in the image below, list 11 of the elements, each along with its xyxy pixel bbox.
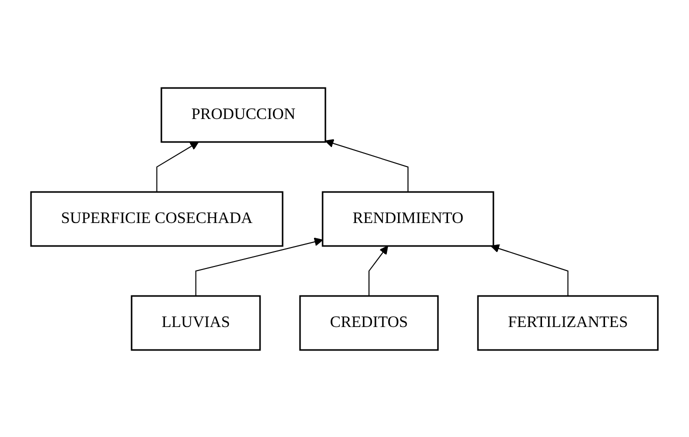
arrow xyxy=(490,244,568,296)
arrow xyxy=(325,138,409,192)
node-box: SUPERFICIE COSECHADA xyxy=(30,190,284,246)
node-box: PRODUCCION xyxy=(160,86,326,142)
node-box: LLUVIAS xyxy=(130,294,261,350)
node-box: RENDIMIENTO xyxy=(322,190,494,246)
node-box: FERTILIZANTES xyxy=(477,294,659,350)
arrow xyxy=(368,245,388,296)
arrow xyxy=(156,141,199,192)
node-box: CREDITOS xyxy=(299,294,439,350)
arrow xyxy=(195,237,324,296)
